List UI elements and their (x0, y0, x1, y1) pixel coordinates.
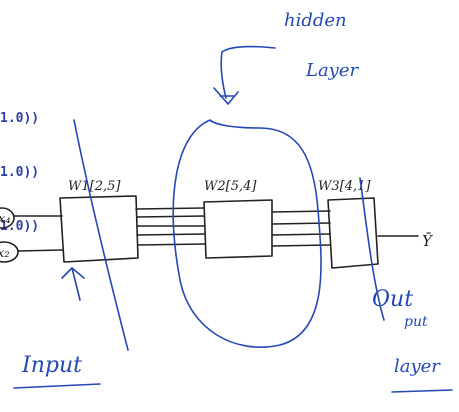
hidden-annotation: hidden (284, 10, 347, 31)
layer-2-label: W2[5,4] (204, 179, 257, 194)
put-annotation: put (404, 314, 428, 330)
layer-annotation: Layer (305, 60, 360, 81)
hidden-layer-arrowhead (213, 87, 239, 105)
input-node-1-label: x₄ (0, 212, 11, 227)
hidden-layer-arrow (220, 45, 276, 99)
out-annotation: Out (372, 287, 413, 312)
hidden-layer-loop (172, 119, 322, 348)
code-snippet: 1.0)) 1.0)) 1.0)) (0, 74, 39, 254)
code-line: 1.0)) (0, 219, 40, 234)
layer-2-box (203, 199, 273, 259)
layer-3-label: W3[4,1] (318, 179, 371, 194)
input-vertical-line (73, 119, 129, 351)
layer-1-to-2-connections (135, 207, 206, 246)
output-underline (391, 389, 453, 393)
input-node-1: x₄ (0, 207, 15, 229)
input-pointer (71, 267, 81, 301)
input-node-2-label: x₂ (0, 246, 10, 261)
code-line: 1.0)) (0, 111, 40, 126)
input-underline (13, 383, 101, 389)
output-label: Ȳ (422, 232, 434, 250)
input-connection-2 (17, 249, 63, 252)
output-layer-annotation: layer (394, 356, 441, 377)
layer-2-to-3-connections (271, 210, 331, 247)
input-annotation: Input (21, 353, 82, 378)
code-line: 1.0)) (0, 165, 40, 180)
layer-1-box (59, 195, 139, 263)
layer-1-label: W1[2,5] (68, 179, 121, 194)
layer-3-box (327, 197, 379, 269)
input-node-2: x₂ (0, 241, 19, 263)
output-vertical-line (359, 177, 385, 321)
